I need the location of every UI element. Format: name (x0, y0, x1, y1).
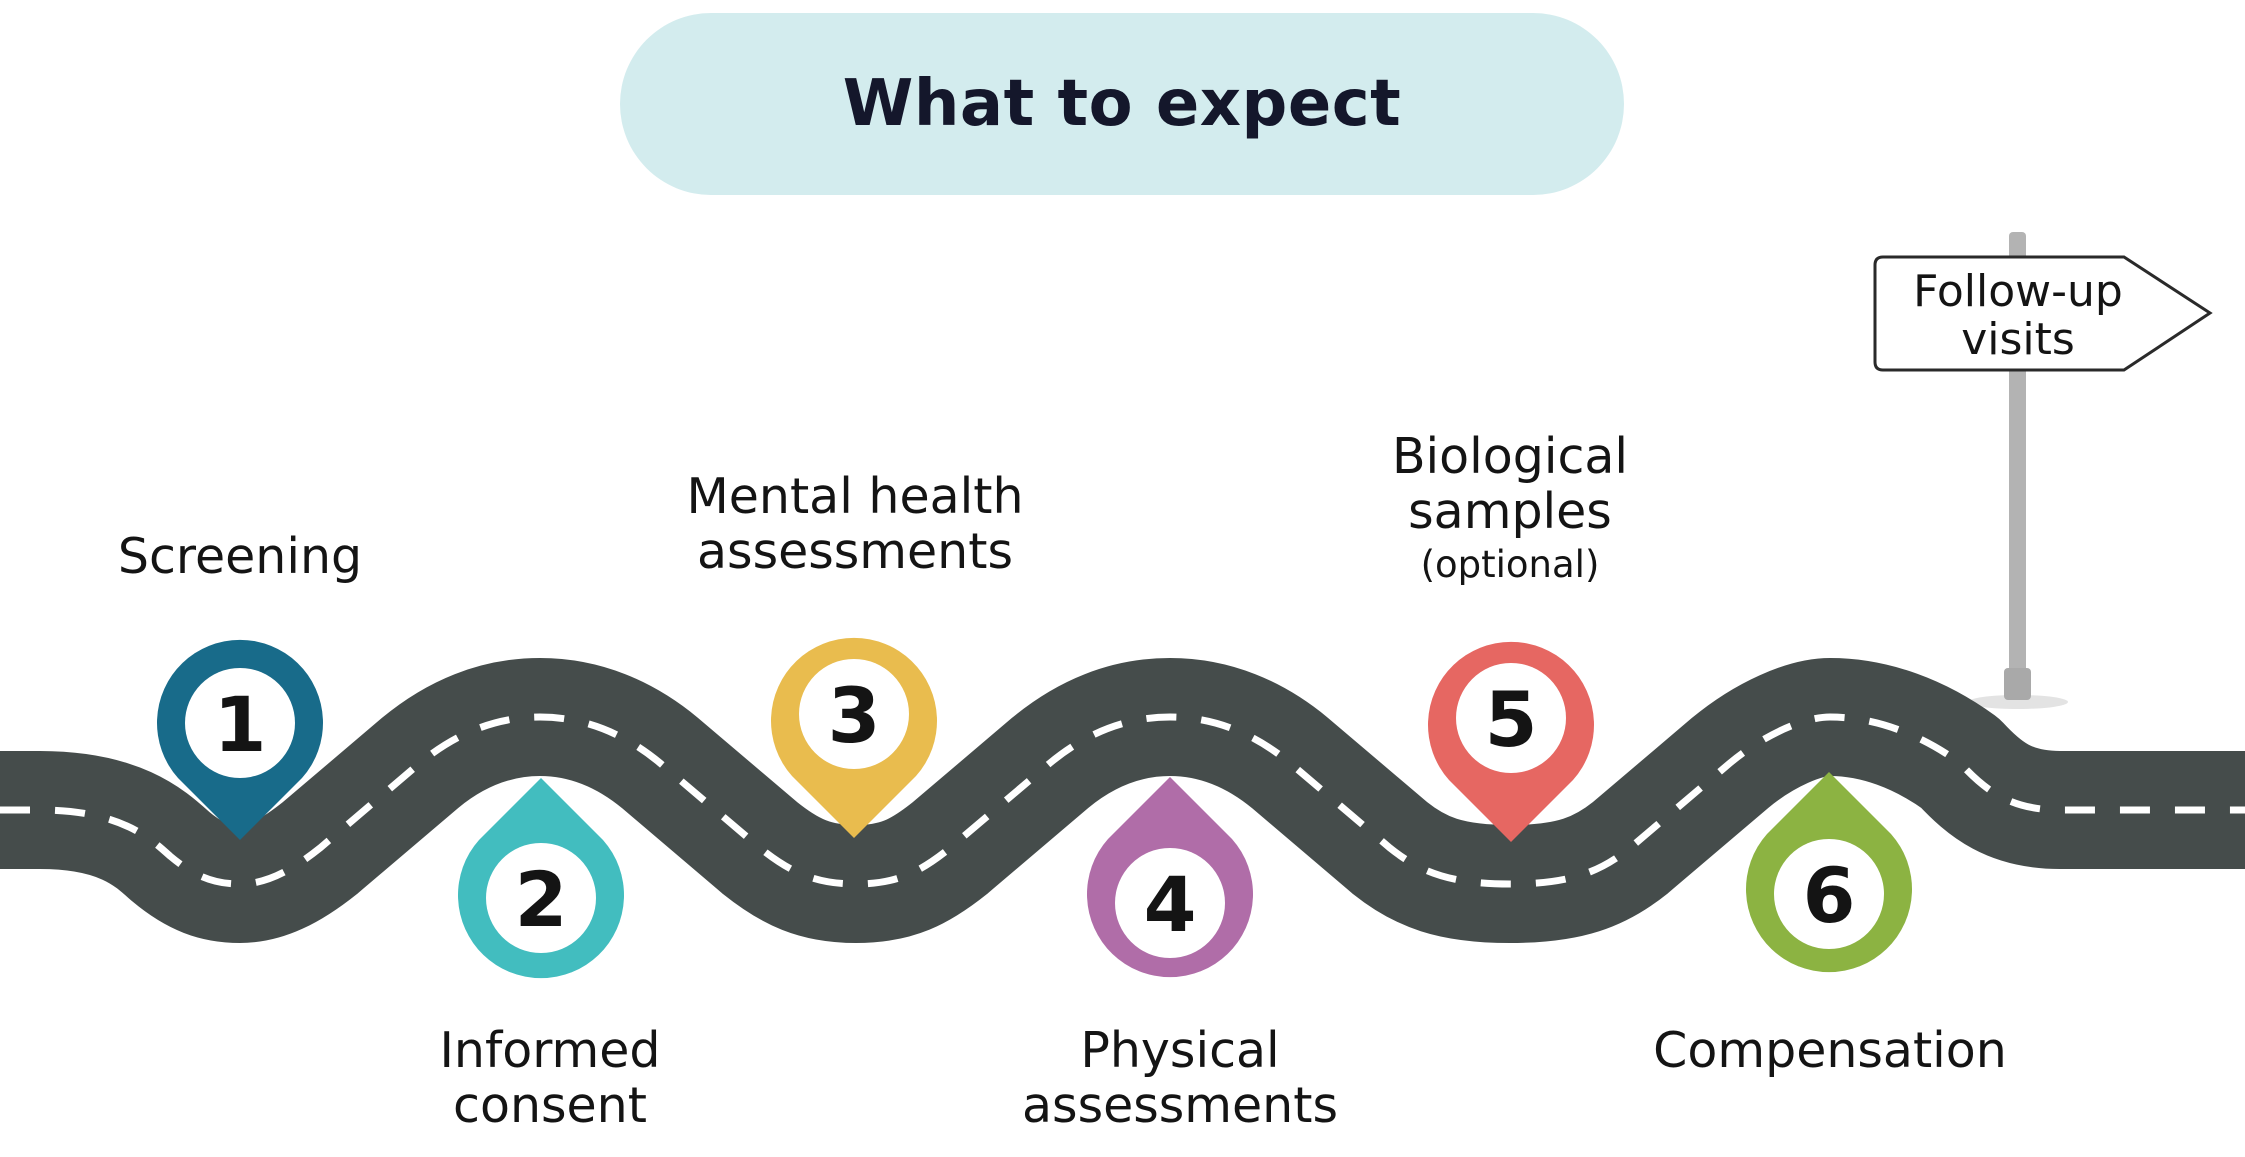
step-4-number: 4 (1144, 860, 1197, 949)
step-2-label: Informed consent (380, 1022, 720, 1134)
step-5-pin-center (1456, 663, 1566, 773)
step-2-pin-center (486, 843, 596, 953)
step-3-label-line-1: Mental health (686, 468, 1024, 525)
step-4-label-line-2: assessments (1022, 1076, 1338, 1134)
signpost-base (2004, 668, 2031, 700)
step-6-label-line-1: Compensation (1653, 1022, 2007, 1079)
step-3-label-line-2: assessments (697, 522, 1013, 580)
signpost-shadow (1968, 695, 2068, 709)
step-3-pin-center (799, 659, 909, 769)
step-5-label: Biological samples (optional) (1330, 428, 1690, 586)
step-2-pin-marker: 2 (458, 778, 624, 979)
road-center-line (0, 713, 2245, 888)
sign-line-1: Follow-up (1913, 266, 2123, 317)
step-2-label-line-1: Informed (439, 1022, 661, 1079)
step-4-label-line-1: Physical (1080, 1022, 1280, 1079)
step-5-label-note: (optional) (1420, 542, 1600, 586)
step-2-label-line-2: consent (453, 1076, 647, 1134)
step-1-label: Screening (90, 528, 390, 585)
step-5-label-line-2: samples (1408, 482, 1612, 540)
step-4-pin-marker: 4 (1087, 777, 1253, 978)
sign-line-2: visits (1961, 314, 2075, 365)
step-3-label: Mental health assessments (660, 468, 1050, 580)
step-6-pin-center (1774, 839, 1884, 949)
page-title: What to expect (842, 67, 1402, 141)
step-6-label: Compensation (1600, 1022, 2060, 1079)
step-5-label-line-1: Biological (1391, 428, 1629, 485)
step-1-pin-marker: 1 (157, 639, 323, 840)
signpost: Follow-up visits (1873, 232, 2213, 709)
signpost-board (1873, 255, 2213, 372)
step-6-number: 6 (1803, 851, 1856, 940)
step-2-number: 2 (515, 855, 568, 944)
step-6-pin-marker: 6 (1746, 772, 1912, 973)
step-1-pin-center (185, 668, 295, 778)
title-banner: What to expect (620, 13, 1624, 195)
step-3-number: 3 (828, 671, 881, 760)
step-1-label-line-1: Screening (117, 528, 363, 585)
step-4-pin-center (1115, 848, 1225, 958)
step-5-pin-marker: 5 (1428, 641, 1594, 842)
step-1-number: 1 (214, 680, 267, 769)
step-4-label: Physical assessments (980, 1022, 1380, 1134)
step-5-number: 5 (1485, 675, 1538, 764)
step-3-pin-marker: 3 (771, 637, 937, 838)
